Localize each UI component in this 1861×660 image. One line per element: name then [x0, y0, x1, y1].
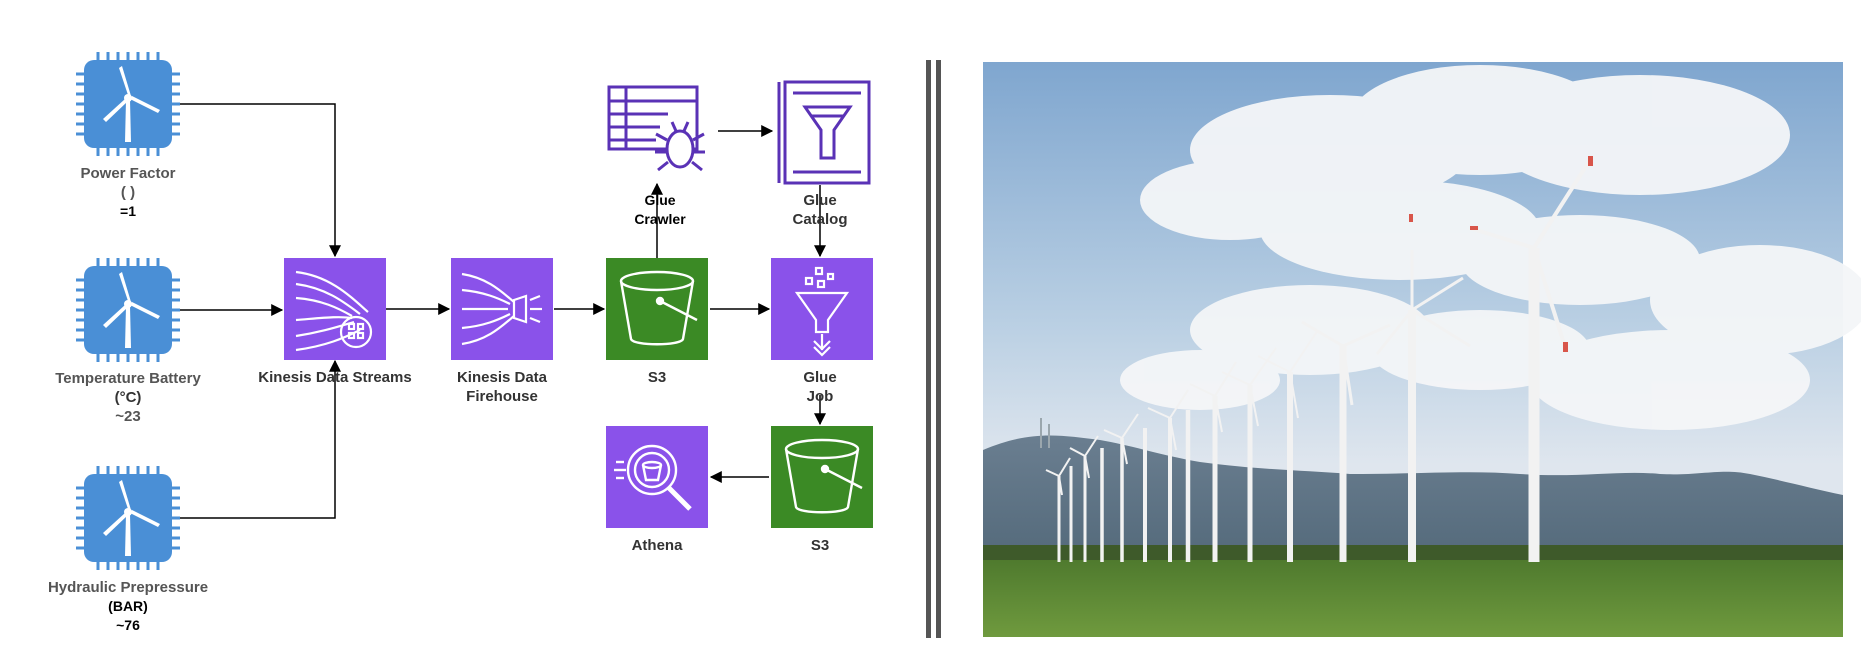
glue-catalog-node[interactable]	[777, 80, 871, 185]
wind-farm-photo	[983, 62, 1861, 637]
sensor-hydraulic-value: ~76	[116, 617, 140, 633]
iot-wind-turbine-icon	[74, 256, 182, 364]
sensor-hydraulic-unit: (BAR)	[108, 598, 148, 614]
glue-crawler-node[interactable]	[607, 85, 705, 172]
sensor-power-factor[interactable]	[74, 50, 182, 158]
edge-power-factor-to-streams	[180, 103, 341, 258]
athena-node[interactable]	[606, 426, 708, 528]
glue-crawler-label-line2: Crawler	[634, 211, 686, 227]
glue-job-label-line1: Glue	[803, 369, 836, 386]
panel-divider	[926, 60, 941, 638]
glue-job-icon	[794, 266, 850, 357]
iot-wind-turbine-icon	[74, 464, 182, 572]
firehose-label-line2: Firehouse	[466, 388, 538, 405]
athena-icon	[614, 444, 692, 511]
kinesis-streams-icon	[295, 270, 373, 352]
s3-bucket-icon	[784, 438, 863, 514]
kinesis-data-streams-label: Kinesis Data Streams	[258, 369, 411, 386]
sensor-power-factor-unit: ( )	[121, 184, 135, 201]
iot-wind-turbine-icon	[74, 50, 182, 158]
sensor-temperature-name: Temperature Battery	[55, 370, 201, 387]
s3-processed-label: S3	[811, 537, 829, 554]
sensor-power-factor-value: =1	[120, 203, 136, 219]
glue-catalog-icon	[777, 80, 871, 185]
sensor-temperature-unit: (°C)	[115, 389, 142, 406]
glue-job-node[interactable]	[771, 258, 873, 360]
sensor-power-factor-name: Power Factor	[80, 165, 175, 182]
glue-catalog-label-line1: Glue	[803, 192, 836, 209]
glue-crawler-icon	[607, 85, 705, 172]
s3-processed-bucket-node[interactable]	[771, 426, 873, 528]
sensor-temperature-battery[interactable]	[74, 256, 182, 364]
s3-bucket-icon	[619, 270, 698, 346]
sensor-temperature-value: ~23	[115, 408, 140, 425]
kinesis-firehose-icon	[461, 272, 542, 346]
s3-raw-label: S3	[648, 369, 666, 386]
edge-hydraulic-to-streams	[180, 359, 341, 519]
glue-crawler-label-line1: Glue	[644, 192, 675, 208]
glue-job-label-line2: Job	[807, 388, 834, 405]
kinesis-data-streams-node[interactable]	[284, 258, 386, 360]
edges	[180, 103, 826, 519]
sensor-hydraulic-prepressure[interactable]	[74, 464, 182, 572]
sensor-hydraulic-name: Hydraulic Prepressure	[48, 579, 208, 596]
firehose-label-line1: Kinesis Data	[457, 369, 548, 386]
s3-raw-bucket-node[interactable]	[606, 258, 708, 360]
kinesis-firehose-node[interactable]	[451, 258, 553, 360]
athena-label: Athena	[632, 537, 683, 554]
glue-catalog-label-line2: Catalog	[792, 211, 847, 228]
wind-turbines	[1045, 158, 1592, 562]
